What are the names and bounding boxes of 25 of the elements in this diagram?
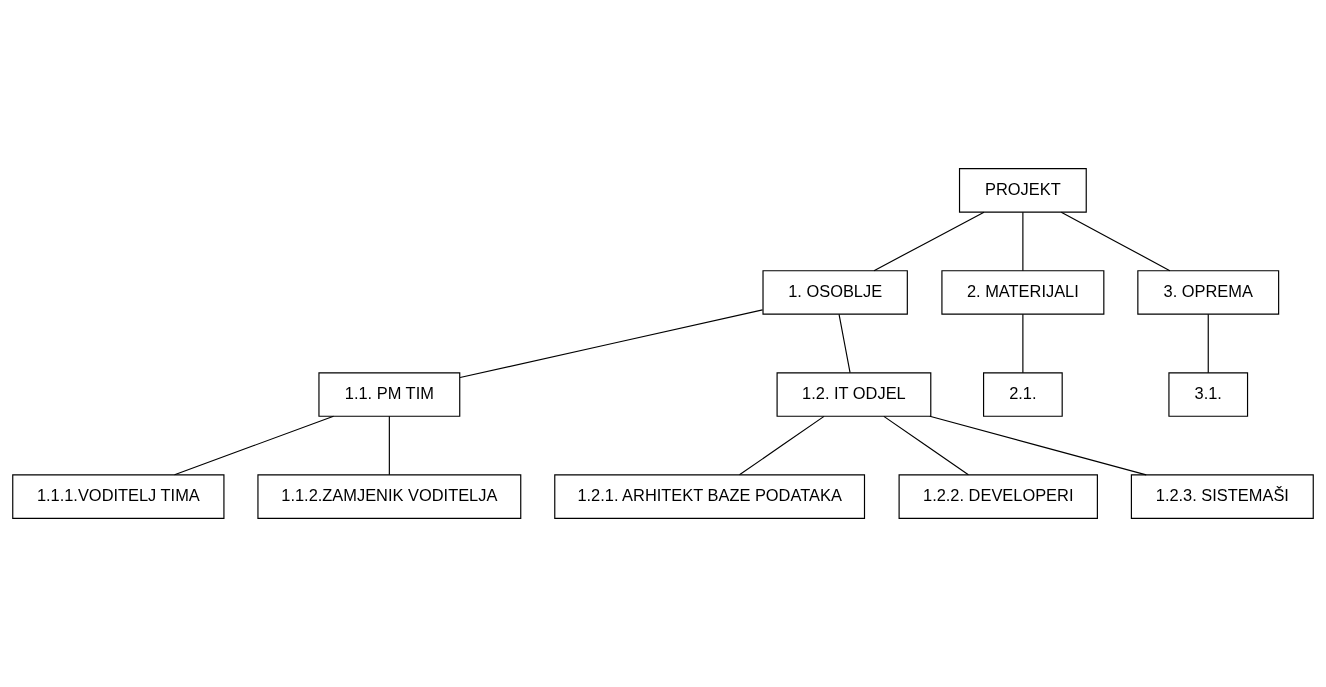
node-box: 1.1. PM TIM [318, 372, 461, 417]
connector [173, 415, 335, 476]
node-box: PROJEKT [958, 168, 1087, 213]
node-box: 1.2. IT ODJEL [776, 372, 932, 417]
node-box: 3. OPREMA [1137, 270, 1280, 315]
connector [838, 313, 851, 374]
connector [738, 415, 825, 476]
connector [929, 415, 1147, 476]
connector [873, 211, 985, 272]
connector [883, 415, 969, 476]
node-box: 1.2.3. SISTEMAŠI [1130, 474, 1314, 519]
node-box: 3.1. [1168, 372, 1249, 417]
connector [459, 309, 764, 379]
node-box: 1.2.1. ARHITEKT BAZE PODATAKA [554, 474, 866, 519]
connector [1022, 313, 1024, 374]
connector [1060, 211, 1171, 272]
node-box: 1.1.1.VODITELJ TIMA [12, 474, 225, 519]
connector [1022, 211, 1024, 272]
node-box: 2.1. [983, 372, 1063, 417]
node-box: 1.1.2.ZAMJENIK VODITELJA [257, 474, 522, 519]
connector [388, 415, 390, 476]
connector [1207, 313, 1209, 374]
node-box: 1. OSOBLJE [762, 270, 908, 315]
node-box: 2. MATERIJALI [941, 270, 1105, 315]
node-box: 1.2.2. DEVELOPERI [898, 474, 1098, 519]
